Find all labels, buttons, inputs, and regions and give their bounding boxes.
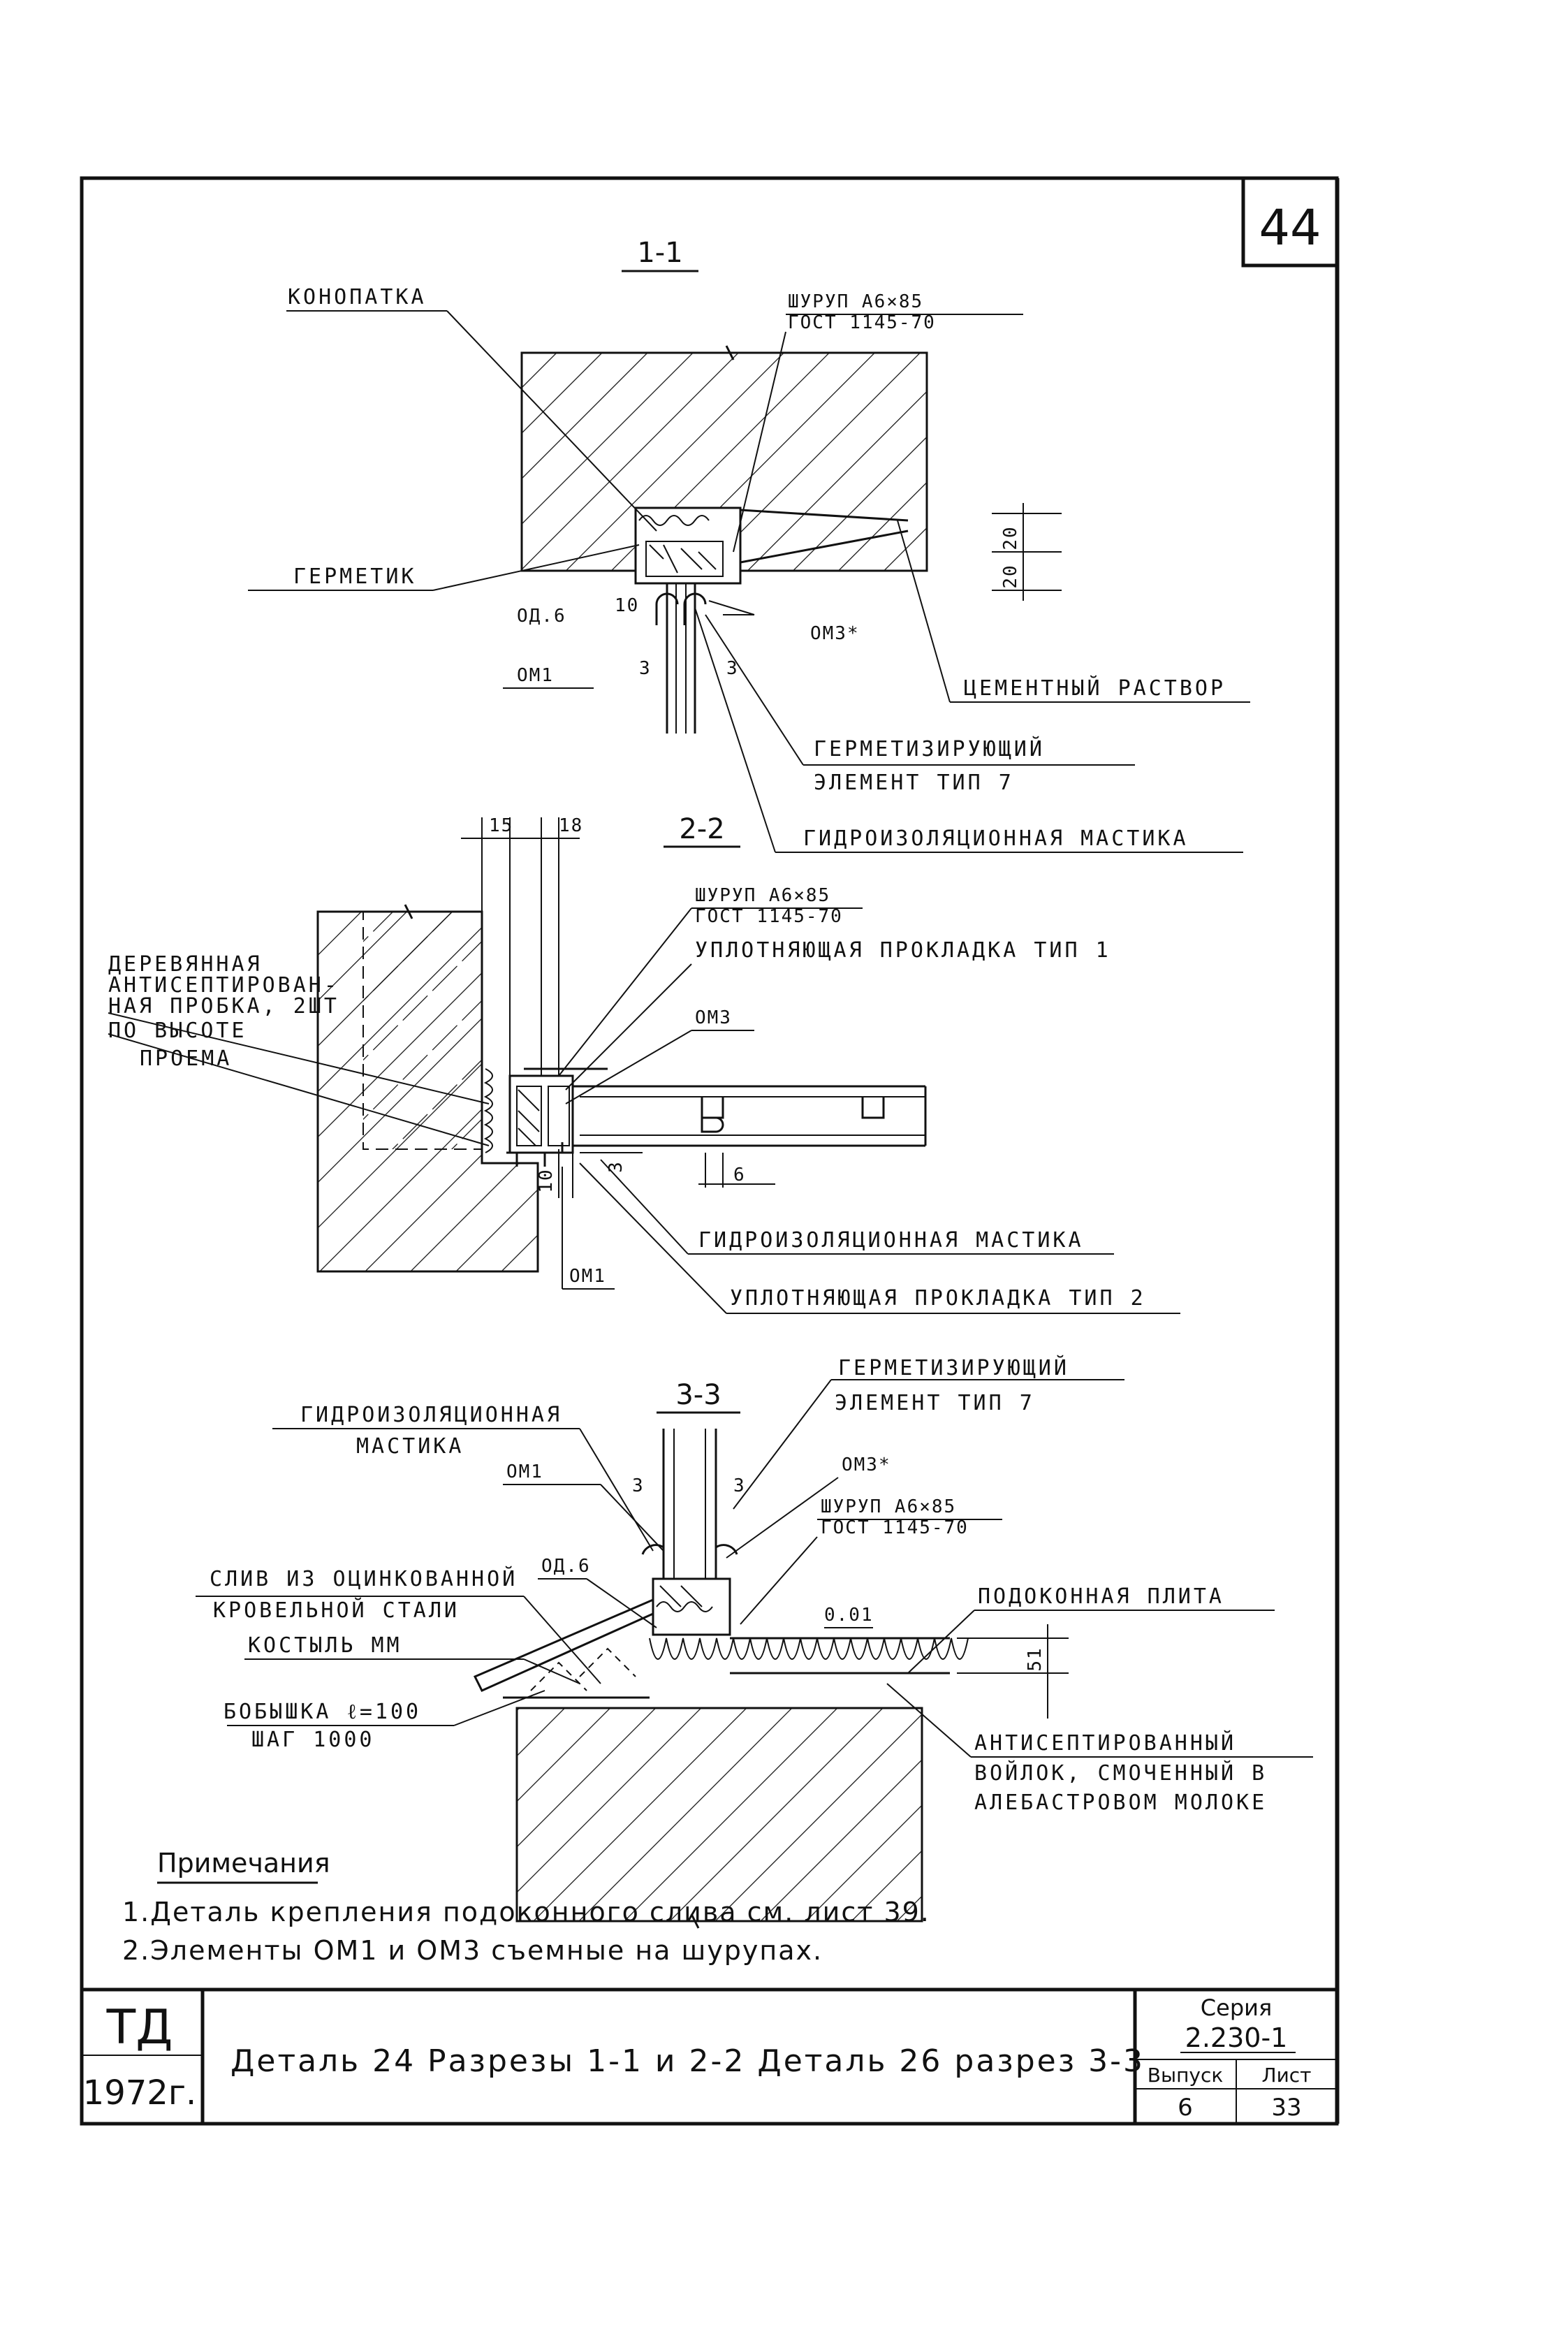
sheet-number: 44 xyxy=(1259,199,1321,256)
s3-label-felt-l3: АЛЕБАСТРОВОМ МОЛОКЕ xyxy=(974,1790,1267,1815)
s3-label-kostyl: КОСТЫЛЬ ММ xyxy=(248,1633,402,1658)
s3-label-bobyshka-l1: БОБЫШКА ℓ=100 xyxy=(224,1700,421,1724)
notes-item-2: 2.Элементы ОМ1 и ОМ3 съемные на шурупах. xyxy=(122,1935,823,1966)
section-2-2: 2-2 15 18 10 3 xyxy=(108,813,1180,1314)
s1-label-cement: ЦЕМЕНТНЫЙ РАСТВОР xyxy=(964,676,1226,701)
s2-label-plug-l4: ПО ВЫСОТЕ xyxy=(108,1019,247,1043)
s3-label-drip-l2: КРОВЕЛЬНОЙ СТАЛИ xyxy=(213,1598,460,1623)
s2-label-om1: ОМ1 xyxy=(569,1266,606,1287)
s3-dim-3-left: 3 xyxy=(632,1475,645,1496)
title-org: ТД xyxy=(106,2000,173,2055)
s3-label-screw-gost: ГОСТ 1145-70 xyxy=(821,1517,969,1538)
s3-label-seal-line2: ЭЛЕМЕНТ ТИП 7 xyxy=(835,1391,1035,1415)
s1-dim-10: 10 xyxy=(615,595,639,616)
issue-label: Выпуск xyxy=(1148,2064,1224,2087)
notes: Примечания 1.Деталь крепления подоконног… xyxy=(122,1848,930,1966)
issue-value: 6 xyxy=(1178,2094,1193,2122)
s3-label-sill: ПОДОКОННАЯ ПЛИТА xyxy=(978,1584,1224,1609)
s2-label-mastic: ГИДРОИЗОЛЯЦИОННАЯ МАСТИКА xyxy=(698,1228,1084,1253)
title-text: Деталь 24 Разрезы 1-1 и 2-2 Деталь 26 ра… xyxy=(230,2043,1145,2079)
frame-profile-3 xyxy=(652,1577,731,1636)
s2-label-gasket1: УПЛОТНЯЮЩАЯ ПРОКЛАДКА ТИП 1 xyxy=(695,938,1111,963)
s2-dim-3: 3 xyxy=(606,1160,627,1173)
section-3-3: 3-3 51 3 3 xyxy=(196,1355,1313,1929)
s3-label-om3: ОМ3* xyxy=(842,1454,891,1475)
notes-heading: Примечания xyxy=(157,1848,330,1879)
series-label: Серия xyxy=(1201,1994,1272,2021)
s1-label-seal-line2: ЭЛЕМЕНТ ТИП 7 xyxy=(814,771,1014,795)
s2-dim-18: 18 xyxy=(559,815,583,836)
title-block: ТД 1972г. Деталь 24 Разрезы 1-1 и 2-2 Де… xyxy=(82,1987,1337,2124)
s2-dim-10: 10 xyxy=(536,1168,557,1192)
sheet-number-box: 44 xyxy=(1241,176,1339,268)
s2-label-om3: ОМ3 xyxy=(695,1007,732,1028)
s2-label-plug-l2: АНТИСЕПТИРОВАН- xyxy=(108,973,339,998)
sheet-label: Лист xyxy=(1262,2064,1312,2087)
sheet-value: 33 xyxy=(1271,2094,1301,2122)
s2-label-gasket2: УПЛОТНЯЮЩАЯ ПРОКЛАДКА ТИП 2 xyxy=(730,1286,1146,1311)
s3-label-felt-l1: АНТИСЕПТИРОВАННЫЙ xyxy=(974,1730,1236,1756)
s3-label-om1: ОМ1 xyxy=(506,1461,543,1482)
s1-dim-3-left: 3 xyxy=(639,658,652,679)
title-year: 1972г. xyxy=(83,2073,197,2113)
wood-plug xyxy=(362,911,483,1150)
s1-label-seal-line1: ГЕРМЕТИЗИРУЮЩИЙ xyxy=(814,736,1045,761)
s1-label-mastic: ГИДРОИЗОЛЯЦИОННАЯ МАСТИКА xyxy=(803,826,1189,851)
s1-label-om1: ОМ1 xyxy=(517,665,554,686)
s3-label-felt-l2: ВОЙЛОК, СМОЧЕННЫЙ В xyxy=(974,1760,1267,1786)
s1-label-od6: ОД.6 xyxy=(517,606,566,627)
s1-label-screw-gost: ГОСТ 1145-70 xyxy=(788,312,936,333)
s3-label-mastic-l2: МАСТИКА xyxy=(356,1434,464,1459)
s2-label-plug-l5: ПРОЕМА xyxy=(140,1046,232,1071)
section-1-1: 1-1 20 20 xyxy=(248,237,1250,853)
sheet-frame xyxy=(80,176,1340,2126)
s3-dim-51: 51 xyxy=(1025,1647,1046,1671)
s3-label-bobyshka-l2: ШАГ 1000 xyxy=(251,1728,375,1752)
section-2-2-title: 2-2 xyxy=(679,813,724,845)
s3-label-od6: ОД.6 xyxy=(541,1556,591,1577)
s3-label-mastic-l1: ГИДРОИЗОЛЯЦИОННАЯ xyxy=(300,1403,562,1427)
section-3-3-title: 3-3 xyxy=(675,1379,721,1411)
s3-label-seal-line1: ГЕРМЕТИЗИРУЮЩИЙ xyxy=(838,1355,1069,1380)
s1-label-germetik: ГЕРМЕТИК xyxy=(293,564,417,589)
s1-dim-3-right: 3 xyxy=(726,658,739,679)
s1-label-om3: ОМ3* xyxy=(810,623,860,644)
s3-label-slope: 0.01 xyxy=(824,1605,874,1626)
s2-label-screw: ШУРУП А6×85 xyxy=(695,885,830,906)
s2-dim-15: 15 xyxy=(489,815,513,836)
notes-item-1: 1.Деталь крепления подоконного слива см.… xyxy=(122,1897,930,1927)
s3-label-screw: ШУРУП А6×85 xyxy=(821,1496,956,1517)
s1-label-konopatka: КОНОПАТКА xyxy=(288,285,427,309)
s1-dim-20-bottom: 20 xyxy=(1000,564,1021,588)
wall-block-3 xyxy=(515,1707,923,1923)
series-value: 2.230-1 xyxy=(1185,2022,1288,2053)
s1-dim-20-top: 20 xyxy=(1000,525,1021,550)
s3-dim-3-right: 3 xyxy=(733,1475,746,1496)
s2-label-plug-l1: ДЕРЕВЯННАЯ xyxy=(108,952,263,977)
s2-label-screw-gost: ГОСТ 1145-70 xyxy=(695,906,843,927)
section-1-1-title: 1-1 xyxy=(637,237,682,269)
s2-label-plug-l3: НАЯ ПРОБКА, 2ШТ xyxy=(108,994,339,1019)
s2-dim-6: 6 xyxy=(733,1165,746,1186)
s1-label-screw: ШУРУП А6×85 xyxy=(788,291,923,312)
s3-label-drip-l1: СЛИВ ИЗ ОЦИНКОВАННОЙ xyxy=(210,1566,518,1591)
